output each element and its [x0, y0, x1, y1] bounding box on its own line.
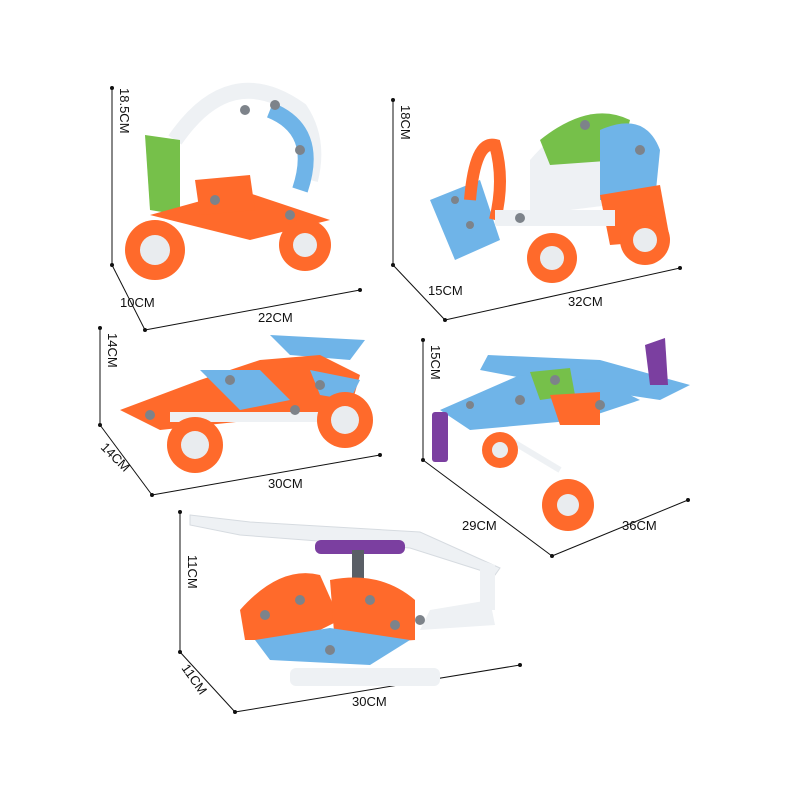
motorbike-dimension-lines: [110, 86, 362, 332]
bulldozer-illustration: [430, 113, 670, 283]
airplane-length-label: 36CM: [622, 518, 657, 533]
motorbike-depth-label: 10CM: [120, 295, 155, 310]
model-race-car: 14CM 14CM 30CM: [98, 326, 382, 497]
race-car-illustration: [120, 335, 373, 473]
bulldozer-dimension-lines: [391, 98, 682, 322]
race-car-height-label: 14CM: [105, 333, 120, 368]
motorbike-length-label: 22CM: [258, 310, 293, 325]
race-car-depth-label: 14CM: [98, 440, 133, 475]
model-airplane: 15CM 29CM 36CM: [421, 338, 690, 558]
race-car-length-label: 30CM: [268, 476, 303, 491]
model-helicopter: 11CM 11CM 30CM: [178, 510, 522, 714]
helicopter-illustration: [189, 514, 501, 686]
airplane-dimension-lines: [421, 338, 690, 558]
bulldozer-length-label: 32CM: [568, 294, 603, 309]
bulldozer-depth-label: 15CM: [428, 283, 463, 298]
model-bulldozer: 18CM 15CM 32CM: [391, 98, 682, 322]
helicopter-length-label: 30CM: [352, 694, 387, 709]
helicopter-dimension-lines: [178, 510, 522, 714]
model-motorbike: 18.5CM 10CM 22CM: [110, 82, 362, 332]
airplane-depth-label: 29CM: [462, 518, 497, 533]
motorbike-illustration: [125, 82, 331, 280]
airplane-height-label: 15CM: [428, 345, 443, 380]
bulldozer-height-label: 18CM: [398, 105, 413, 140]
race-car-dimension-lines: [98, 326, 382, 497]
motorbike-height-label: 18.5CM: [117, 88, 132, 134]
airplane-illustration: [432, 338, 690, 531]
helicopter-height-label: 11CM: [185, 555, 200, 589]
